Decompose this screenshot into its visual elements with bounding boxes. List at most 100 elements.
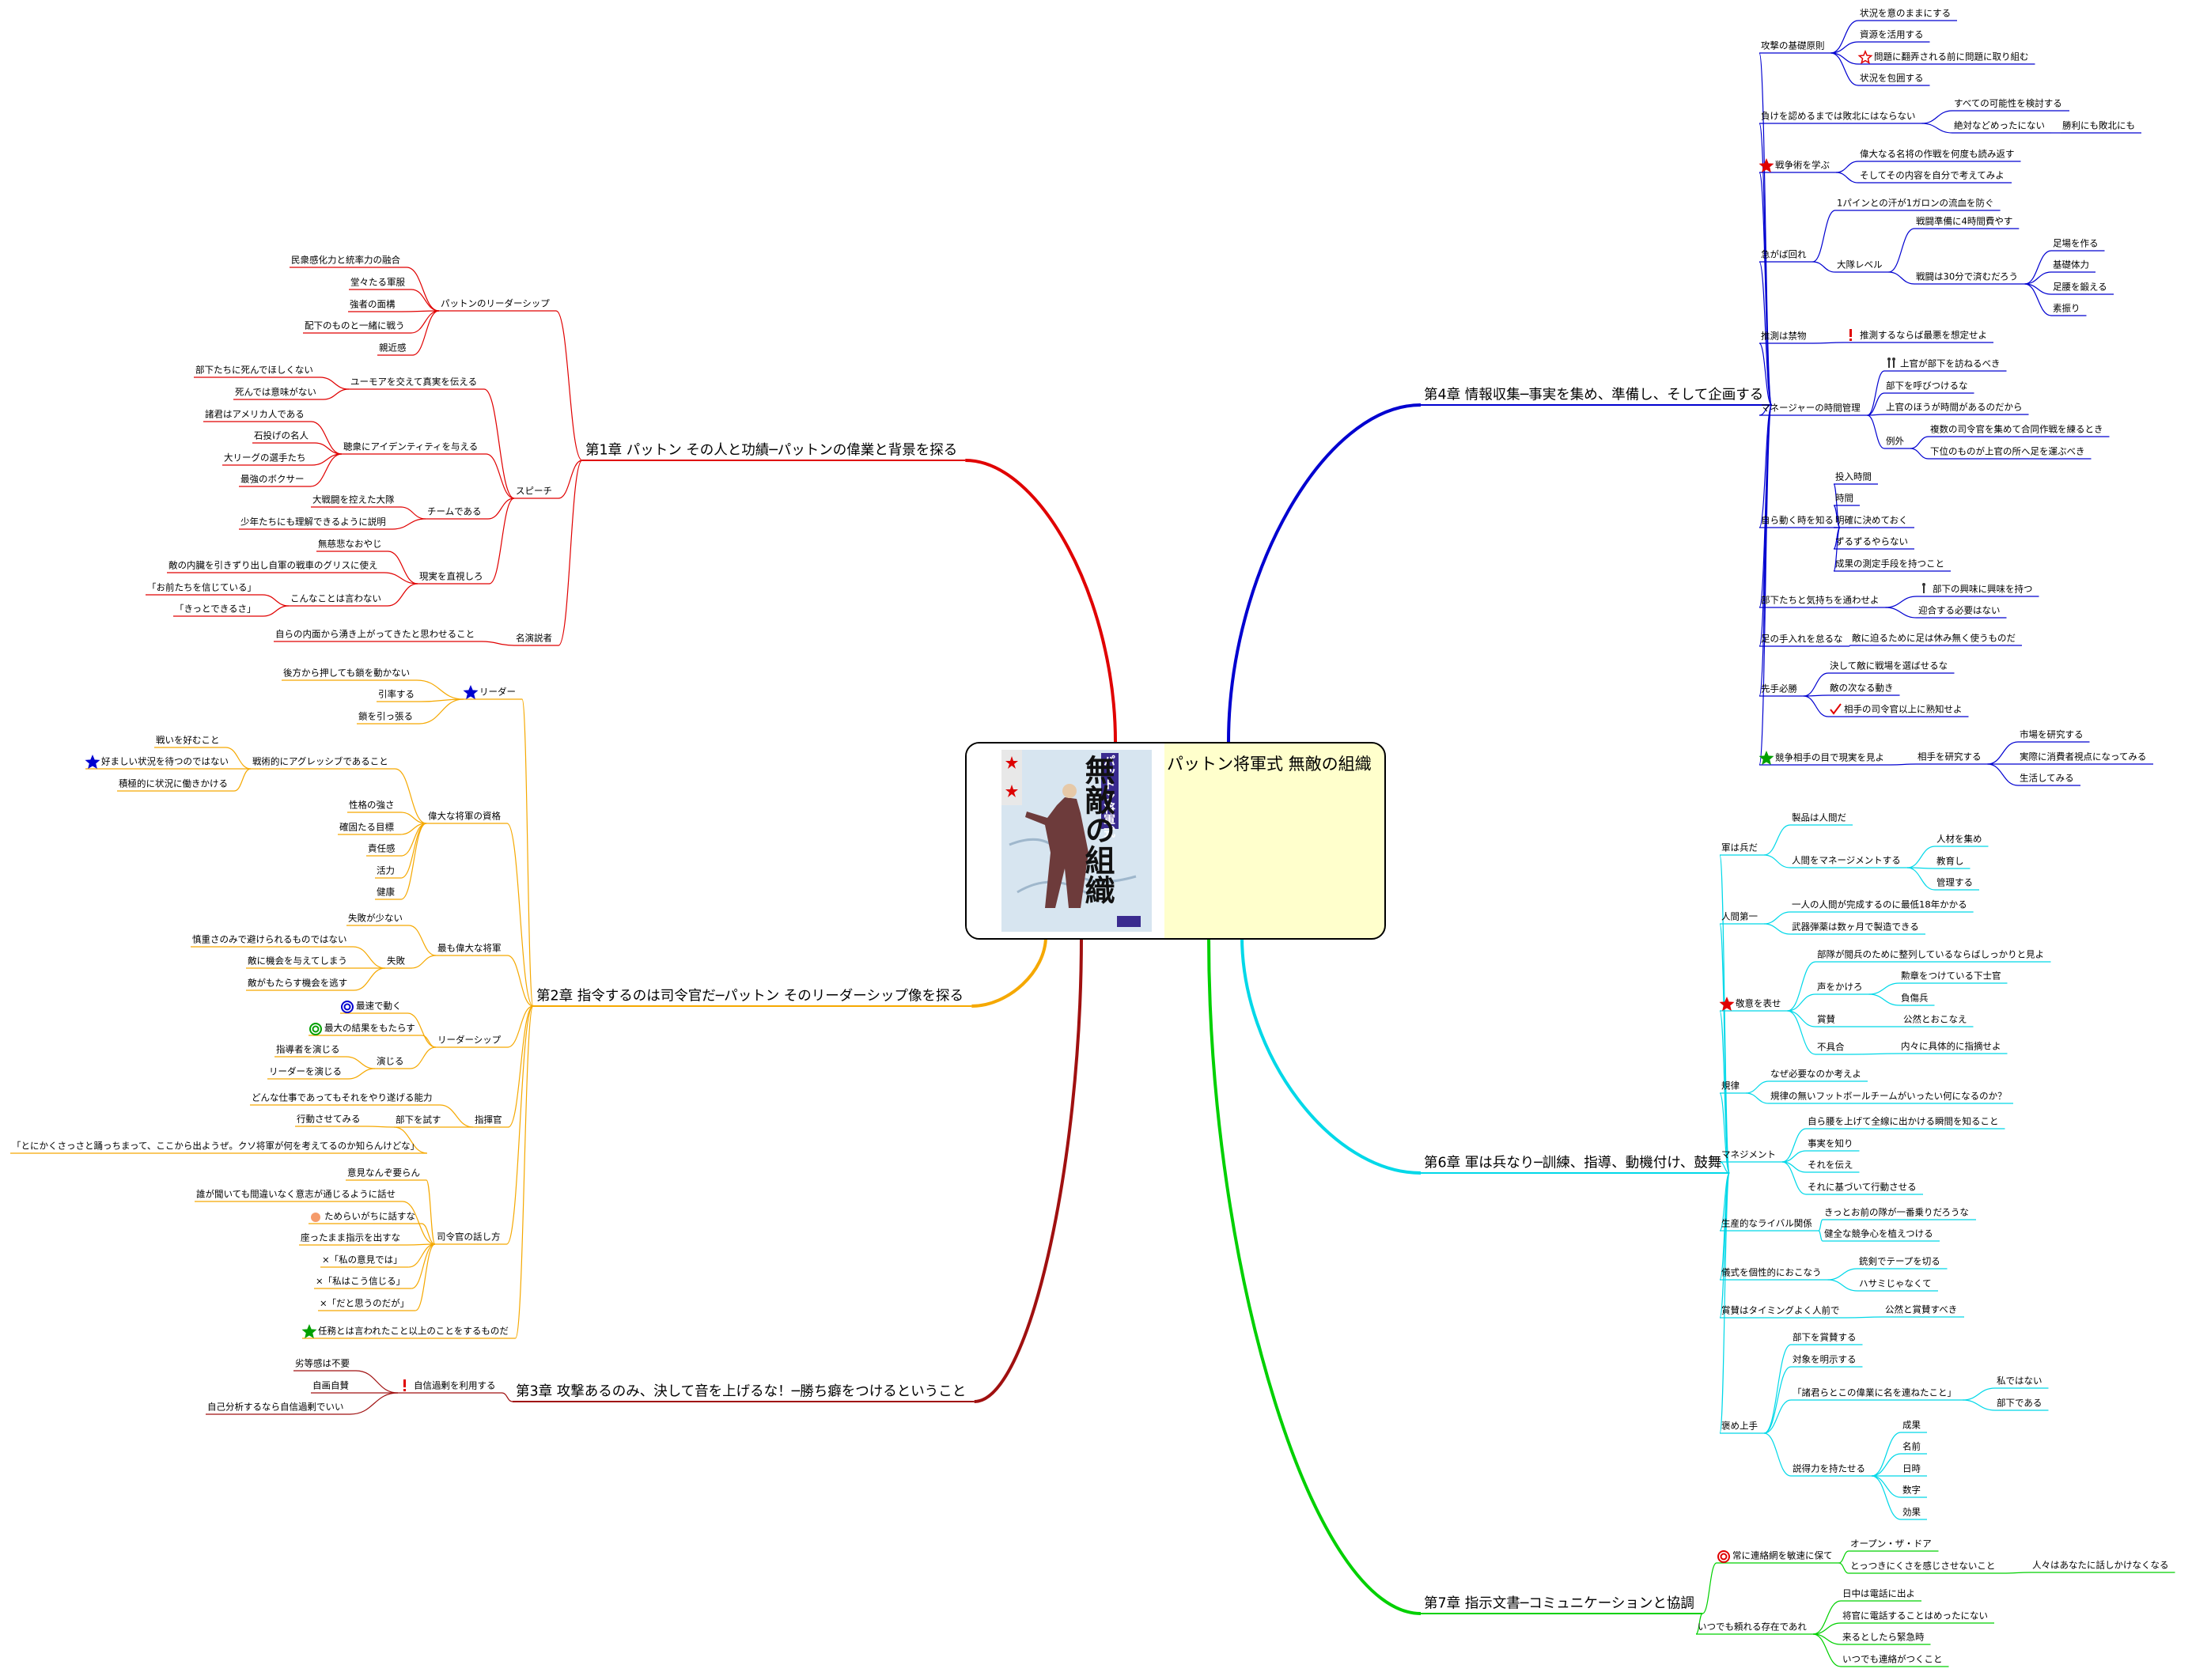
topic-node[interactable]: 自ら動く時を知る: [1761, 514, 1834, 526]
topic-node[interactable]: 責任感: [368, 842, 396, 854]
topic-node[interactable]: 競争相手の目で現実を見よ: [1775, 751, 1884, 763]
topic-node[interactable]: 石投げの名人: [254, 429, 309, 441]
topic-node[interactable]: 儀式を個性的におこなう: [1721, 1266, 1822, 1278]
chapter-ch1[interactable]: 第1章 パットン その人と功績─パットンの偉業と背景を探る: [585, 442, 958, 459]
topic-node[interactable]: 最大の結果をもたらす: [324, 1022, 415, 1034]
topic-node[interactable]: 部隊が閲兵のために整列しているならばしっかりと見よ: [1817, 948, 2045, 960]
topic-node[interactable]: 足腰を鍛える: [2053, 281, 2107, 293]
topic-node[interactable]: 性格の強さ: [349, 799, 395, 811]
topic-node[interactable]: 確固たる目標: [339, 821, 394, 833]
topic-node[interactable]: 推測するならば最悪を想定せよ: [1860, 329, 1987, 341]
topic-node[interactable]: リーダーを演じる: [269, 1065, 342, 1077]
topic-node[interactable]: 指揮官: [475, 1114, 502, 1126]
topic-node[interactable]: 好ましい状況を待つのではない: [101, 755, 229, 767]
topic-node[interactable]: 不具合: [1817, 1041, 1845, 1053]
topic-node[interactable]: 自ら腰を上げて全線に出かける瞬間を知ること: [1808, 1115, 1999, 1127]
topic-node[interactable]: 聴衆にアイデンティティを与える: [343, 441, 479, 452]
topic-node[interactable]: 問題に翻弄される前に問題に取り組む: [1874, 51, 2029, 62]
topic-node[interactable]: なぜ必要なのか考えよ: [1770, 1068, 1861, 1080]
topic-node[interactable]: 日中は電話に出よ: [1842, 1587, 1915, 1599]
topic-node[interactable]: 一人の人間が完成するのに最低18年かかる: [1792, 899, 1967, 910]
chapter-ch2[interactable]: 第2章 指令するのは司令官だ─パットン そのリーダーシップ像を探る: [536, 988, 963, 1005]
topic-node[interactable]: 強者の面構: [350, 298, 396, 310]
topic-node[interactable]: ためらいがちに話すな: [324, 1210, 415, 1222]
topic-node[interactable]: 規律: [1721, 1080, 1740, 1092]
topic-node[interactable]: 最強のボクサー: [240, 473, 305, 485]
topic-node[interactable]: 座ったまま指示を出すな: [301, 1232, 401, 1243]
topic-node[interactable]: 戦いを好むこと: [156, 734, 220, 746]
topic-node[interactable]: 生活してみる: [2020, 772, 2074, 784]
topic-node[interactable]: 来るとしたら緊急時: [1842, 1631, 1925, 1643]
chapter-ch3[interactable]: 第3章 攻撃あるのみ、決して音を上げるな！─勝ち癖をつけるということ: [516, 1383, 967, 1400]
topic-node[interactable]: 劣等感は不要: [295, 1357, 350, 1369]
topic-node[interactable]: 「諸君らとこの偉業に名を連ねたこと」: [1793, 1387, 1956, 1398]
topic-node[interactable]: 日時: [1902, 1462, 1921, 1474]
topic-node[interactable]: 武器弾薬は数ヶ月で製造できる: [1792, 921, 1919, 933]
topic-node[interactable]: 足の手入れを怠るな: [1761, 633, 1843, 645]
topic-node[interactable]: 鎖を引っ張る: [358, 710, 413, 722]
topic-node[interactable]: 教育し: [1936, 855, 1964, 867]
topic-node[interactable]: 状況を包囲する: [1860, 72, 1924, 84]
topic-node[interactable]: 民衆感化力と統率力の融合: [291, 254, 400, 266]
topic-node[interactable]: 実際に消費者視点になってみる: [2020, 751, 2147, 762]
topic-node[interactable]: 上官が部下を訪ねるべき: [1900, 358, 2001, 369]
topic-node[interactable]: 任務とは言われたこと以上のことをするものだ: [318, 1325, 509, 1337]
topic-node[interactable]: 引率する: [378, 688, 415, 700]
topic-node[interactable]: 決して敵に戦場を選ばせるな: [1830, 660, 1948, 672]
topic-node[interactable]: 部下である: [1997, 1397, 2042, 1409]
topic-node[interactable]: 公然と賞賛すべき: [1885, 1304, 1958, 1315]
topic-node[interactable]: 慎重さのみで避けられるものではない: [192, 933, 347, 945]
topic-node[interactable]: 人間をマネージメントする: [1792, 854, 1901, 866]
topic-node[interactable]: 少年たちにも理解できるように説明: [240, 516, 386, 528]
topic-node[interactable]: 敵の次なる動き: [1830, 682, 1894, 694]
topic-node[interactable]: すべての可能性を検討する: [1954, 97, 2062, 109]
topic-node[interactable]: 失敗: [387, 955, 405, 967]
topic-node[interactable]: それを伝え: [1808, 1159, 1853, 1171]
topic-node[interactable]: 賞賛はタイミングよく人前で: [1721, 1304, 1840, 1316]
topic-node[interactable]: 配下のものと一緒に戦う: [305, 320, 405, 331]
topic-node[interactable]: 1パインとの汗が1ガロンの流血を防ぐ: [1837, 197, 1994, 209]
chapter-ch4[interactable]: 第4章 情報収集─事実を集め、準備し、そして企画する: [1424, 387, 1764, 403]
topic-node[interactable]: スピーチ: [516, 485, 552, 497]
topic-node[interactable]: 戦闘準備に4時間費やす: [1916, 215, 2013, 227]
topic-node[interactable]: 行動させてみる: [297, 1113, 361, 1125]
topic-node[interactable]: 活力: [377, 865, 395, 876]
topic-node[interactable]: 部下を呼びつけるな: [1886, 380, 1968, 392]
topic-node[interactable]: 対象を明示する: [1793, 1353, 1857, 1365]
topic-node[interactable]: ×「私の意見では」: [322, 1254, 403, 1266]
topic-node[interactable]: オープン・ザ・ドア: [1850, 1538, 1932, 1549]
chapter-ch6[interactable]: 第6章 軍は兵なり─訓練、指導、動機付け、鼓舞: [1424, 1155, 1722, 1171]
topic-node[interactable]: 誰が聞いても間違いなく意志が通じるように話せ: [196, 1188, 396, 1200]
topic-node[interactable]: 内々に具体的に指摘せよ: [1901, 1040, 2001, 1052]
topic-node[interactable]: 複数の司令官を集めて合同作戦を練るとき: [1930, 423, 2103, 435]
topic-node[interactable]: 勲章をつけている下士官: [1901, 970, 2001, 982]
topic-node[interactable]: 資源を活用する: [1860, 28, 1924, 40]
topic-node[interactable]: とっつきにくさを感じさせないこと: [1850, 1560, 1996, 1572]
topic-node[interactable]: 大隊レベル: [1837, 259, 1883, 271]
topic-node[interactable]: 演じる: [377, 1055, 404, 1067]
topic-node[interactable]: 戦術的にアグレッシブであること: [252, 755, 388, 767]
topic-node[interactable]: 生産的なライバル関係: [1721, 1217, 1812, 1229]
topic-node[interactable]: 急がば回れ: [1761, 248, 1807, 260]
topic-node[interactable]: 部下たちに死んでほしくない: [195, 364, 313, 376]
topic-node[interactable]: 迎合する必要はない: [1918, 604, 2001, 616]
topic-node[interactable]: 勝利にも敗北にも: [2062, 119, 2135, 131]
topic-node[interactable]: 軍は兵だ: [1721, 842, 1758, 853]
topic-node[interactable]: 最も偉大な将軍: [437, 942, 502, 954]
topic-node[interactable]: ハサミじゃなくて: [1859, 1277, 1932, 1289]
topic-node[interactable]: 負けを認めるまでは敗北にはならない: [1761, 110, 1916, 122]
topic-node[interactable]: 積極的に状況に働きかける: [119, 778, 228, 789]
topic-node[interactable]: 「とにかくさっさと踊っちまって、ここから出ようぜ。クソ将軍が何を考えてるのか知ら…: [12, 1140, 420, 1152]
topic-node[interactable]: 「きっとできるさ」: [175, 603, 256, 615]
topic-node[interactable]: 司令官の話し方: [437, 1231, 501, 1243]
topic-node[interactable]: 声をかけろ: [1817, 981, 1863, 993]
topic-node[interactable]: 絶対などめったにない: [1954, 119, 2045, 131]
topic-node[interactable]: 先手必勝: [1761, 683, 1797, 694]
topic-node[interactable]: 褒め上手: [1721, 1420, 1758, 1432]
topic-node[interactable]: 基礎体力: [2053, 259, 2089, 271]
topic-node[interactable]: チームである: [427, 505, 482, 517]
topic-node[interactable]: 推測は禁物: [1761, 330, 1807, 342]
topic-node[interactable]: 部下たちと気持ちを通わせよ: [1761, 594, 1880, 606]
topic-node[interactable]: 大リーグの選手たち: [224, 452, 306, 464]
topic-node[interactable]: マネージャーの時間管理: [1761, 402, 1861, 414]
